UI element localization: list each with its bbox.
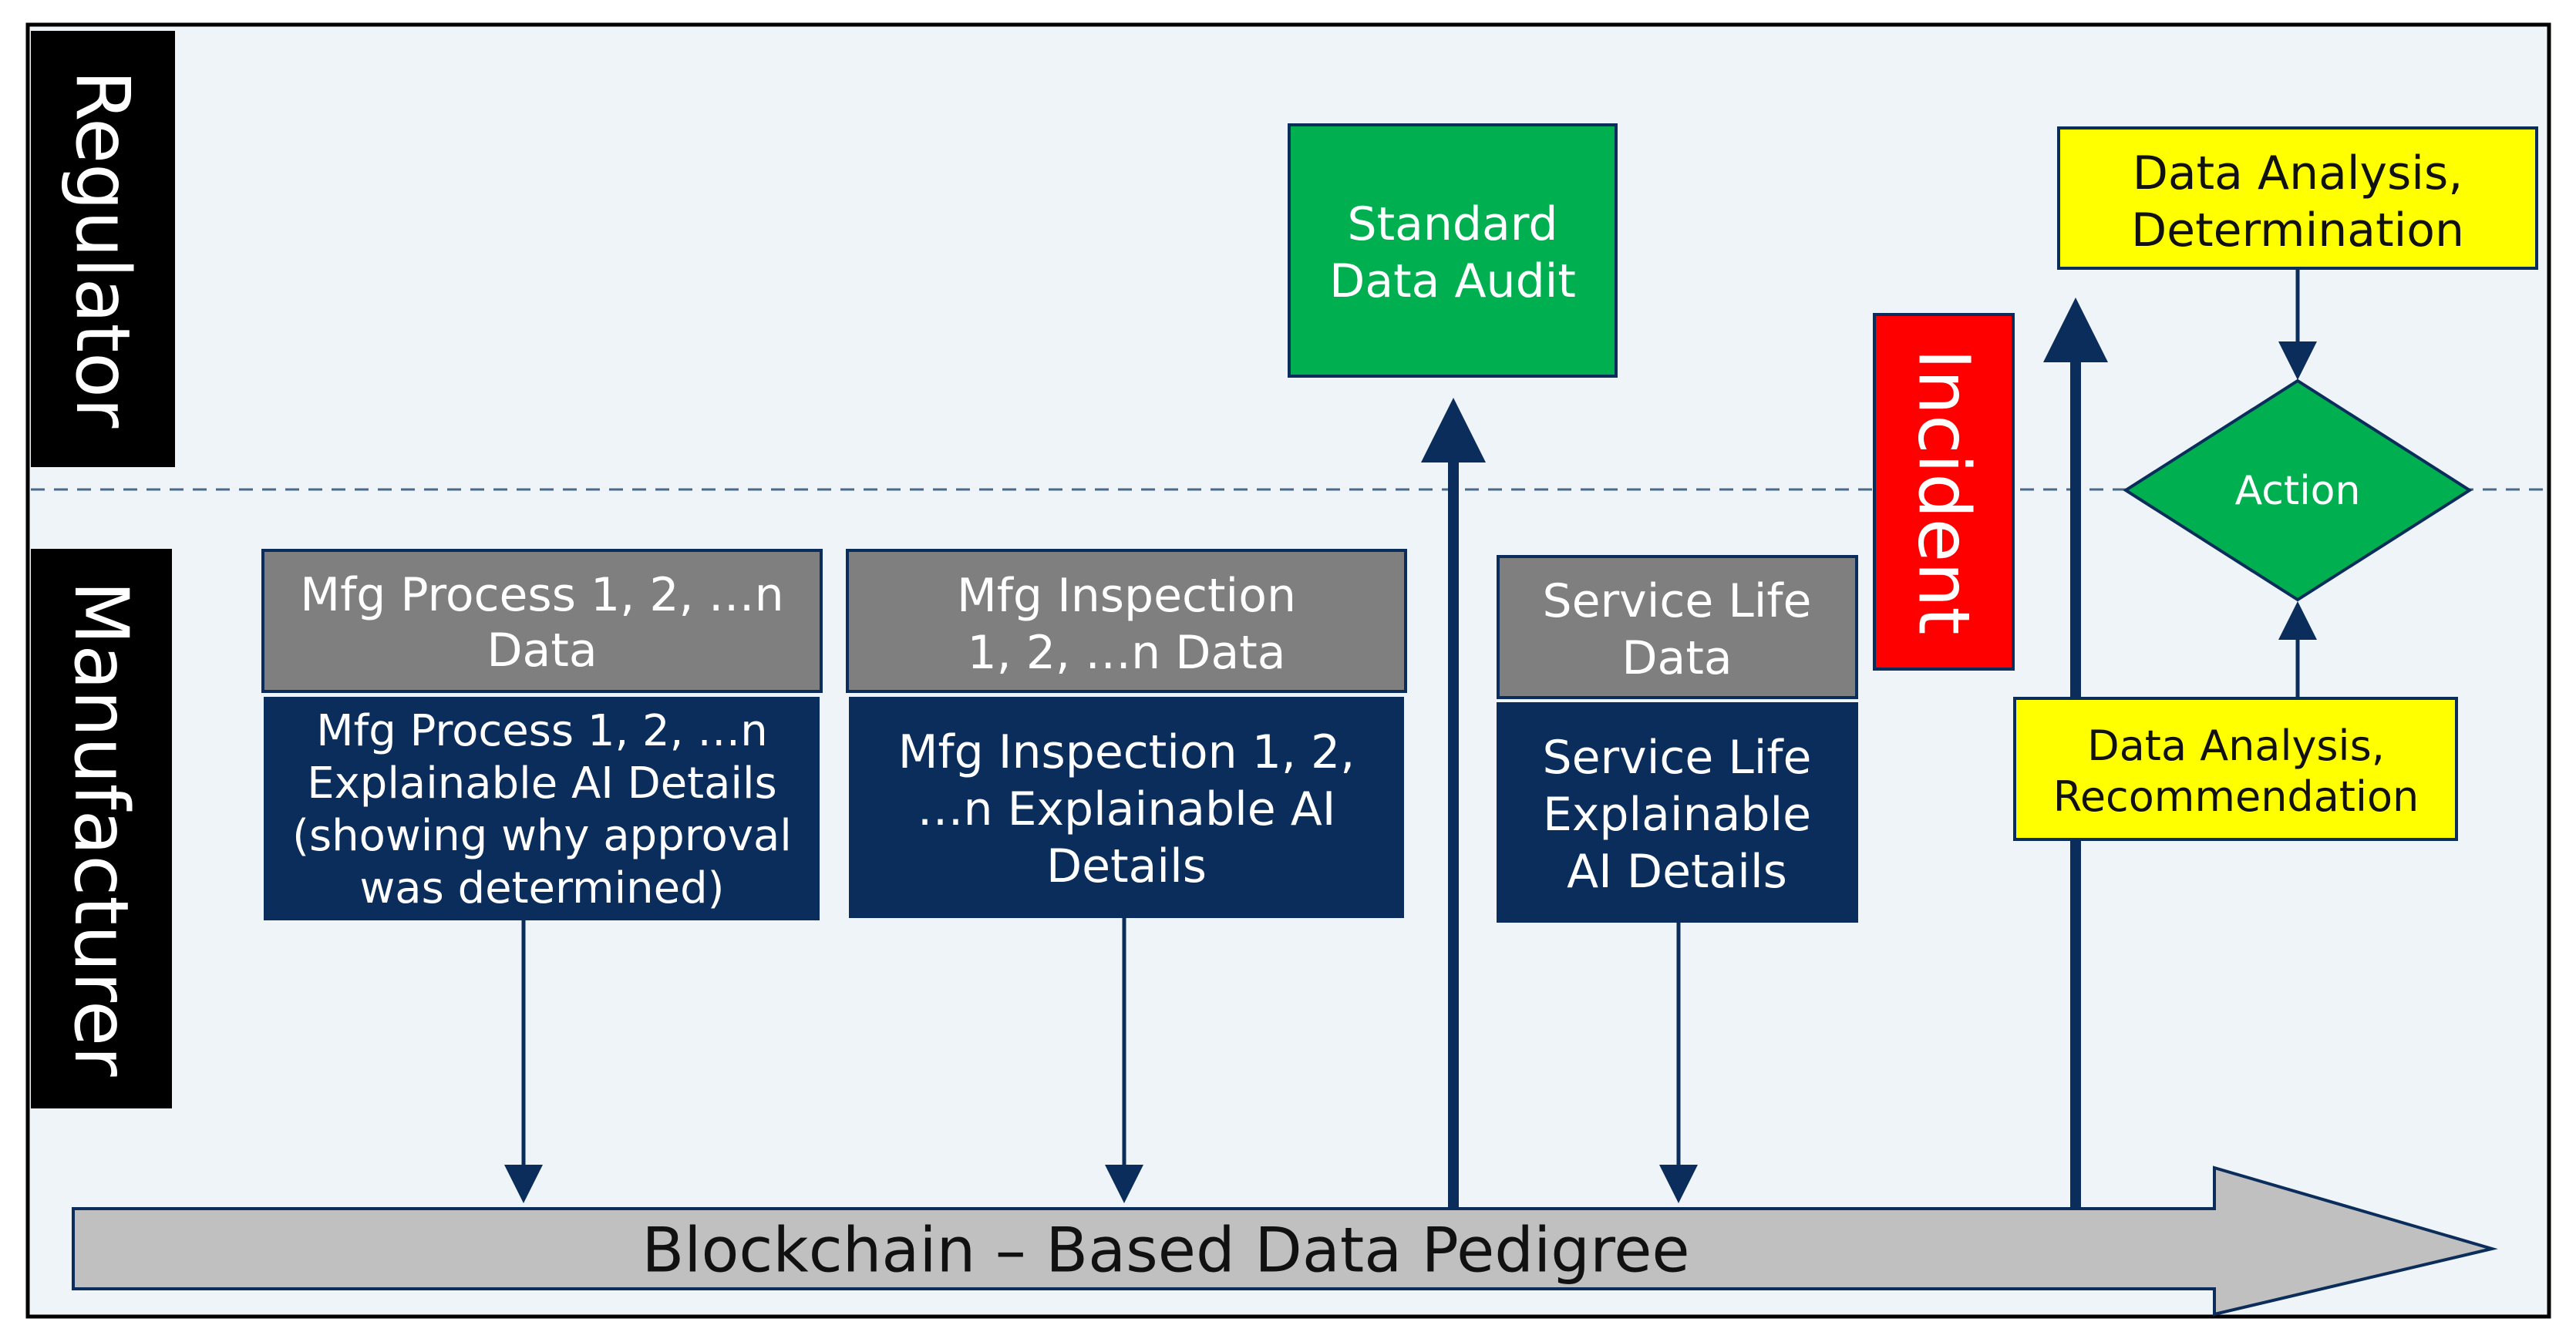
lane-regulator: Regulator	[31, 31, 175, 467]
text-line: Mfg Inspection	[957, 569, 1296, 623]
action-label: Action	[2235, 468, 2361, 514]
text-line: was determined)	[360, 863, 725, 913]
incident-label: Incident	[1903, 349, 1985, 635]
text-line: Mfg Inspection 1, 2,	[898, 725, 1355, 779]
lane-manufacturer: Manufacturer	[31, 549, 172, 1108]
text-line: Recommendation	[2053, 772, 2419, 821]
text-line: Explainable AI Details	[307, 758, 776, 809]
text-line: Data Audit	[1329, 254, 1576, 308]
text-line: Mfg Process 1, 2, …n	[300, 568, 783, 622]
lane-regulator-label: Regulator	[59, 70, 146, 429]
text-line: Data	[1621, 631, 1732, 685]
analysis-determination-box: Data Analysis,Determination	[2057, 126, 2538, 270]
action-diamond: Action	[2123, 378, 2473, 602]
text-line: (showing why approval	[292, 811, 792, 861]
text-line: Determination	[2131, 203, 2464, 257]
text-line: Service Life	[1543, 731, 1812, 785]
text-line: Service Life	[1543, 574, 1812, 628]
text-line: Standard	[1348, 197, 1558, 251]
text-line: Mfg Process 1, 2, …n	[316, 706, 768, 756]
text-line: Details	[1046, 839, 1207, 893]
analysis-recommendation-text: Data Analysis,Recommendation	[2053, 721, 2419, 821]
text-line: Explainable	[1543, 788, 1811, 842]
text-line: 1, 2, …n Data	[968, 626, 1286, 680]
text-line: …n Explainable AI	[918, 782, 1336, 836]
analysis-determination-text: Data Analysis,Determination	[2131, 146, 2464, 257]
incident-box: Incident	[1873, 313, 2015, 671]
text-line: Data	[487, 624, 597, 678]
blockchain-timeline-arrow: Blockchain – Based Data Pedigree	[72, 1165, 2498, 1317]
text-line: Data Analysis,	[2087, 721, 2385, 770]
text-line: AI Details	[1567, 845, 1787, 899]
analysis-recommendation-box: Data Analysis,Recommendation	[2013, 697, 2458, 841]
lane-manufacturer-label: Manufacturer	[58, 580, 144, 1077]
blockchain-timeline-label: Blockchain – Based Data Pedigree	[641, 1215, 1689, 1287]
text-line: Data Analysis,	[2133, 146, 2463, 200]
